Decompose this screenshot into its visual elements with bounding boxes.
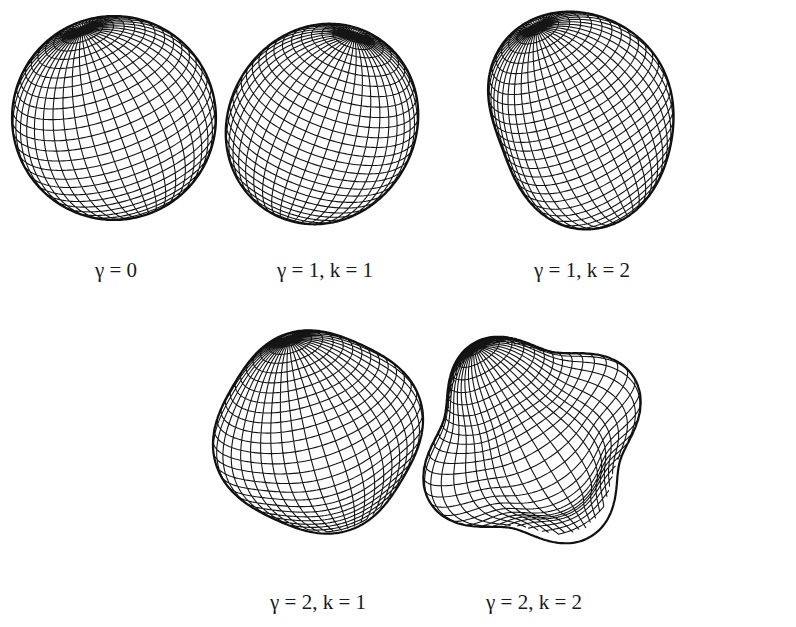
sphere-outline: [488, 12, 674, 230]
sphere-outline: [226, 24, 419, 225]
shape-parameter-label: γ = 1, k = 2: [534, 258, 630, 283]
wireframe-grid: [424, 337, 640, 534]
deformed-sphere: [423, 337, 640, 544]
sphere-outline: [423, 337, 640, 544]
wireframe-grid: [488, 12, 673, 229]
deformed-sphere: [226, 24, 419, 225]
deformed-sphere: [488, 12, 674, 230]
shape-parameter-label: γ = 2, k = 1: [270, 590, 366, 615]
shape-parameter-label: γ = 0: [95, 258, 137, 283]
shape-parameter-label: γ = 2, k = 2: [486, 590, 582, 615]
wireframe-grid: [226, 24, 418, 224]
wireframe-grid: [12, 16, 216, 220]
sphere-outline: [213, 330, 423, 533]
deformed-sphere: [12, 16, 216, 220]
sphere-outline: [12, 16, 216, 220]
shape-parameter-label: γ = 1, k = 1: [277, 258, 373, 283]
deformed-sphere: [213, 330, 423, 533]
